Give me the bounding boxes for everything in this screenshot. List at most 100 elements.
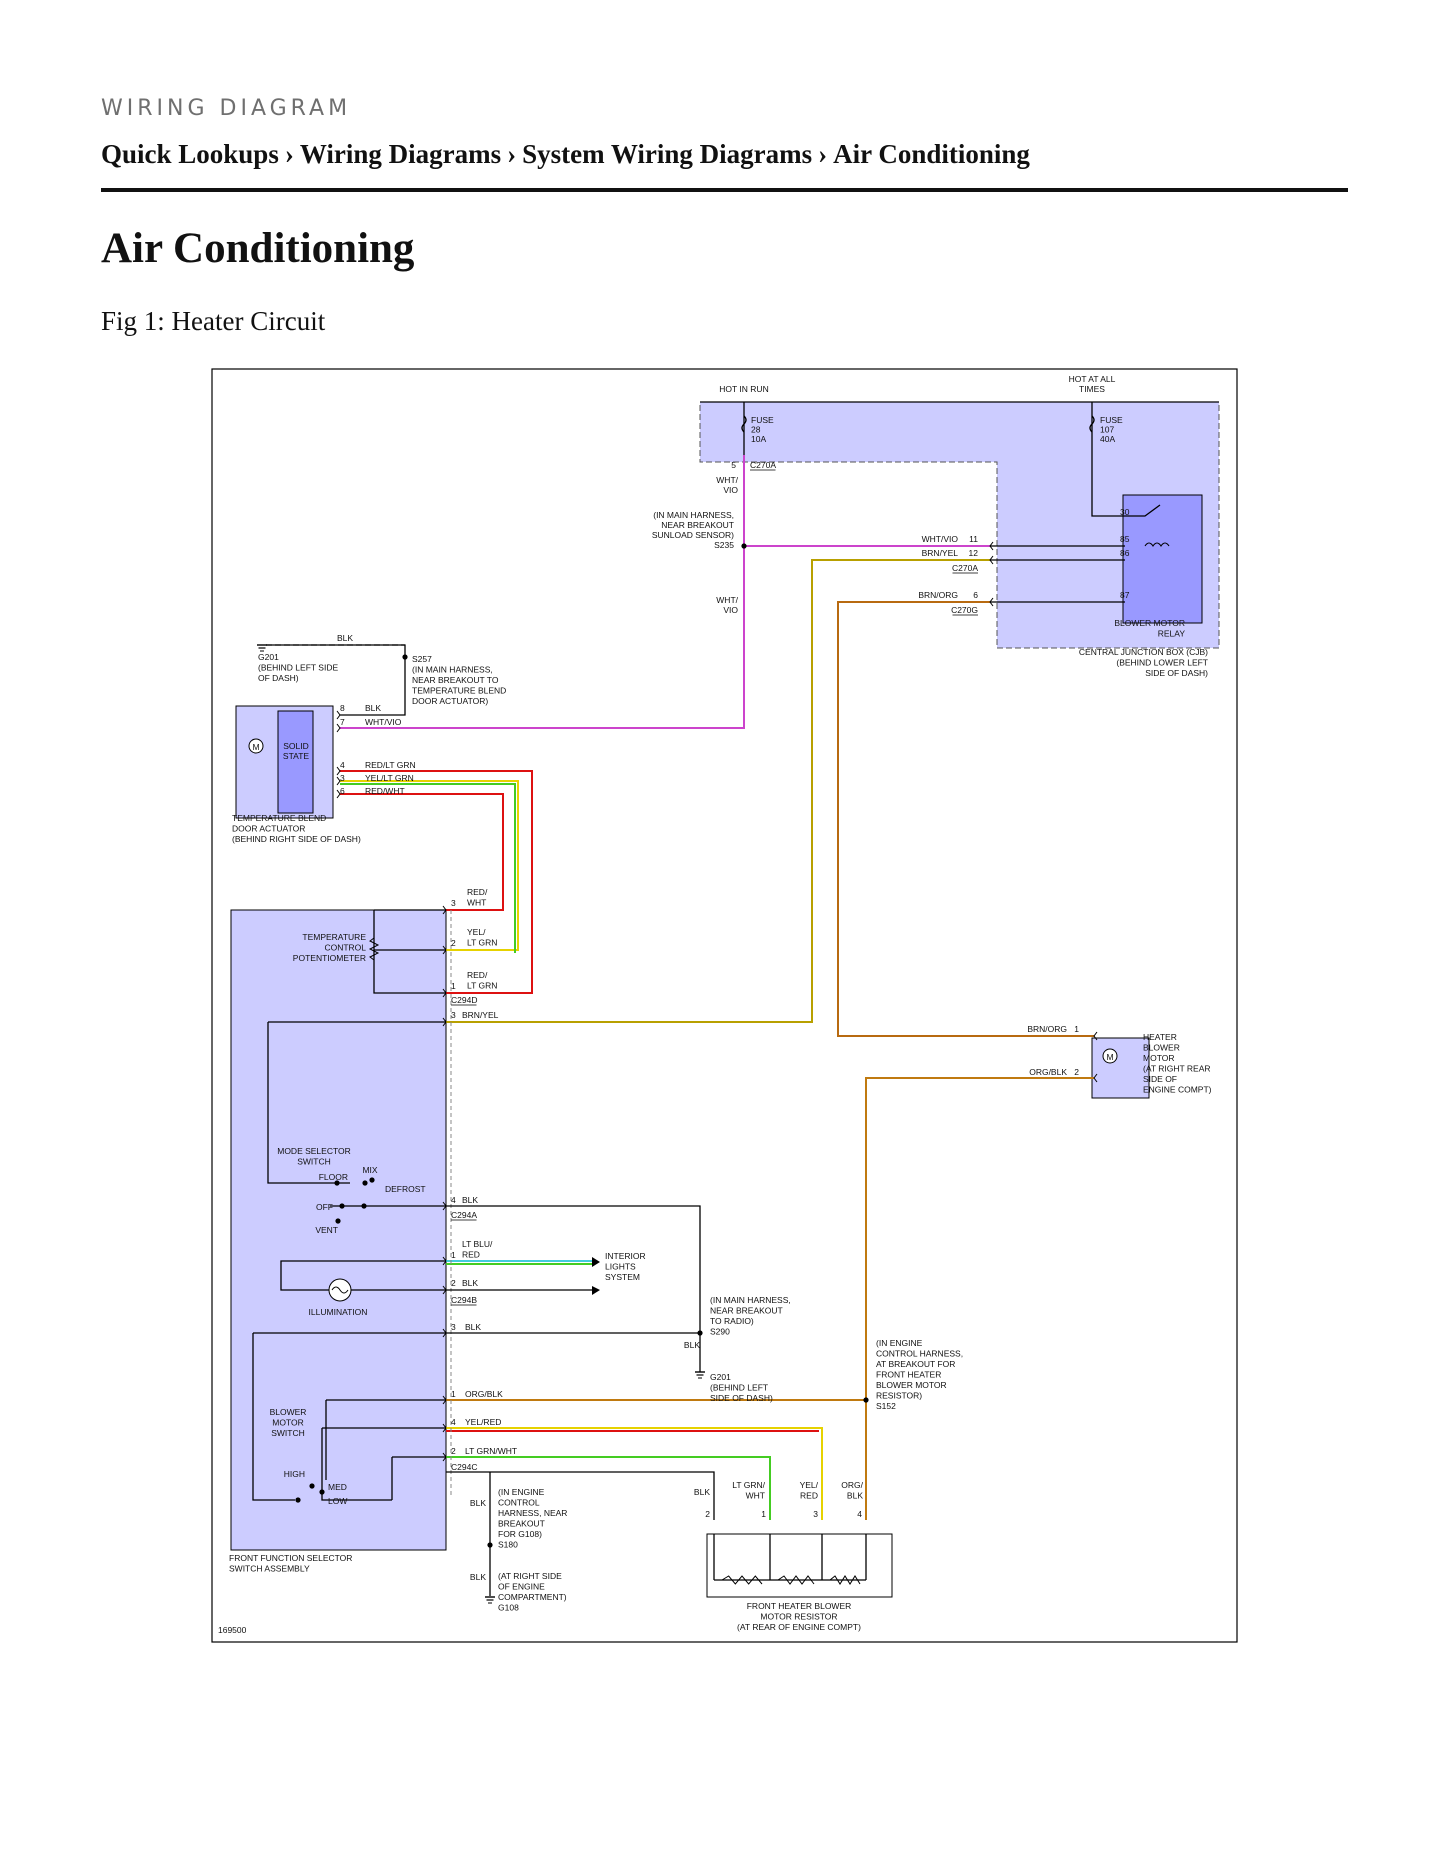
label-cjb: CENTRAL JUNCTION BOX (CJB)	[1079, 647, 1208, 657]
connector-pin	[442, 1201, 447, 1211]
label-yel-red: RED	[800, 1491, 818, 1501]
actuator-wire-label: YEL/LT GRN	[365, 773, 414, 783]
arrow-icon	[592, 1286, 600, 1295]
label-g108: G108	[498, 1603, 519, 1613]
label-s235: (IN MAIN HARNESS,	[653, 510, 734, 520]
label-g108: COMPARTMENT)	[498, 1592, 567, 1602]
relay-switch-icon	[1125, 504, 1161, 517]
mode-floor: FLOOR	[319, 1172, 348, 1182]
blk-mode-to-s290	[446, 1205, 701, 1333]
label-interior-lights: INTERIOR	[605, 1251, 646, 1261]
connector-pin	[442, 945, 447, 955]
connector-c270g: C270G	[951, 605, 978, 615]
label-wht-vio: WHT/	[716, 595, 738, 605]
label-s257: NEAR BREAKOUT TO	[412, 675, 499, 685]
connector-c294d: C294D	[451, 995, 477, 1005]
relay-pin-12: 12	[969, 548, 979, 558]
resistor-pin: 1	[761, 1509, 766, 1519]
fuse-28-icon	[741, 415, 747, 433]
actuator-wire-label: BLK	[365, 703, 381, 713]
connector-pin	[989, 555, 994, 565]
label-s152: (IN ENGINE	[876, 1338, 923, 1348]
connector-pin	[442, 1423, 447, 1433]
connector-pin	[442, 1285, 447, 1295]
label-mode-selector: MODE SELECTOR	[277, 1146, 351, 1156]
label-s152: CONTROL HARNESS,	[876, 1349, 963, 1359]
wire-red-lt-grn	[340, 770, 533, 994]
splice-s290	[697, 1330, 703, 1336]
label-g201: OF DASH)	[258, 673, 299, 683]
connector-pin	[1093, 1073, 1098, 1083]
mode-mix: MIX	[362, 1165, 377, 1175]
label-interior-lights: LIGHTS	[605, 1262, 636, 1272]
blower-wire-label: YEL/RED	[465, 1417, 501, 1427]
front-function-selector-box	[230, 909, 447, 1551]
pot-wire-label: LT GRN	[467, 938, 497, 948]
connector-pin	[336, 776, 341, 786]
connector-pin	[336, 723, 341, 733]
motor-icon	[1102, 1048, 1118, 1064]
label-temp-potentiometer: TEMPERATURE	[302, 932, 366, 942]
wire-brn-org	[837, 601, 1094, 1037]
label-blk: BLK	[694, 1487, 710, 1497]
label-s235: SUNLOAD SENSOR)	[652, 530, 734, 540]
motor-label: M	[252, 742, 259, 752]
figure-id: 169500	[218, 1625, 247, 1635]
label-blower-motor-relay: RELAY	[1158, 629, 1186, 639]
connector-pin	[442, 1017, 447, 1027]
blower-wire-label: ORG/BLK	[465, 1389, 503, 1399]
breadcrumb-air-conditioning[interactable]: Air Conditioning	[833, 139, 1030, 169]
label-blower-resistor: MOTOR RESISTOR	[760, 1612, 837, 1622]
pot-wire-label: YEL/	[467, 927, 486, 937]
wire-yel-red	[446, 1427, 823, 1520]
fuse-107-feed	[1091, 402, 1125, 517]
breadcrumb-wiring-diagrams[interactable]: Wiring Diagrams	[299, 139, 502, 169]
label-wht-vio: VIO	[723, 605, 738, 615]
label-blower-switch: BLOWER	[270, 1407, 307, 1417]
splice-s235	[741, 543, 747, 549]
fuse-107-icon	[1089, 415, 1095, 433]
relay-pin-30: 30	[1120, 507, 1130, 517]
label-s290: S290	[710, 1327, 730, 1337]
label-s152: FRONT HEATER	[876, 1370, 941, 1380]
connector-c294a: C294A	[451, 1210, 477, 1220]
label-temp-actuator: TEMPERATURE BLEND	[232, 813, 326, 823]
blower-resistor-box	[706, 1533, 893, 1598]
label-fuse-107: FUSE	[1100, 415, 1123, 425]
potentiometer-icon	[368, 937, 380, 961]
label-fuse-28: 10A	[751, 434, 766, 444]
connector-pin	[442, 1452, 447, 1462]
arrow-icon	[592, 1257, 600, 1267]
figure-caption: Fig 1: Heater Circuit	[101, 306, 326, 336]
label-s235: NEAR BREAKOUT	[661, 520, 734, 530]
relay-pin-11: 11	[969, 534, 978, 544]
resistor-icon	[721, 1575, 763, 1585]
label-heater-blower-motor: ENGINE COMPT)	[1143, 1085, 1212, 1095]
lamp-filament-icon	[331, 1286, 349, 1294]
label-blower-switch: SWITCH	[271, 1428, 305, 1438]
pot-pin: 3	[451, 898, 456, 908]
label-blk: BLK	[470, 1498, 486, 1508]
speed-low: LOW	[328, 1496, 347, 1506]
connector-pin	[989, 597, 994, 607]
wire-brn-yel	[446, 559, 990, 1023]
label-org-blk: ORG/	[841, 1480, 863, 1490]
page-title: Air Conditioning	[101, 225, 415, 272]
label-wht-vio: VIO	[723, 485, 738, 495]
label-cjb: (BEHIND LOWER LEFT	[1116, 658, 1208, 668]
label-s180: (IN ENGINE	[498, 1487, 545, 1497]
label-heater-blower-motor: (AT RIGHT REAR	[1143, 1064, 1211, 1074]
label-blower-resistor: (AT REAR OF ENGINE COMPT)	[737, 1622, 861, 1632]
label-lt-grn-wht: LT GRN/	[732, 1480, 765, 1490]
breadcrumb-quick-lookups[interactable]: Quick Lookups	[101, 139, 279, 169]
relay-pin-85: 85	[1120, 534, 1130, 544]
label-hot-in-run: HOT IN RUN	[719, 384, 768, 394]
actuator-wire-label: RED/LT GRN	[365, 760, 416, 770]
pot-wire-label: LT GRN	[467, 981, 497, 991]
switch-contact	[335, 1218, 341, 1224]
blower-pin: 1	[451, 1389, 456, 1399]
breadcrumb-system-wiring-diagrams[interactable]: System Wiring Diagrams	[522, 139, 813, 169]
heater-pin-1: 1	[1074, 1024, 1079, 1034]
label-g108: (AT RIGHT SIDE	[498, 1571, 562, 1581]
blower-wire-label: LT GRN/WHT	[465, 1446, 517, 1456]
